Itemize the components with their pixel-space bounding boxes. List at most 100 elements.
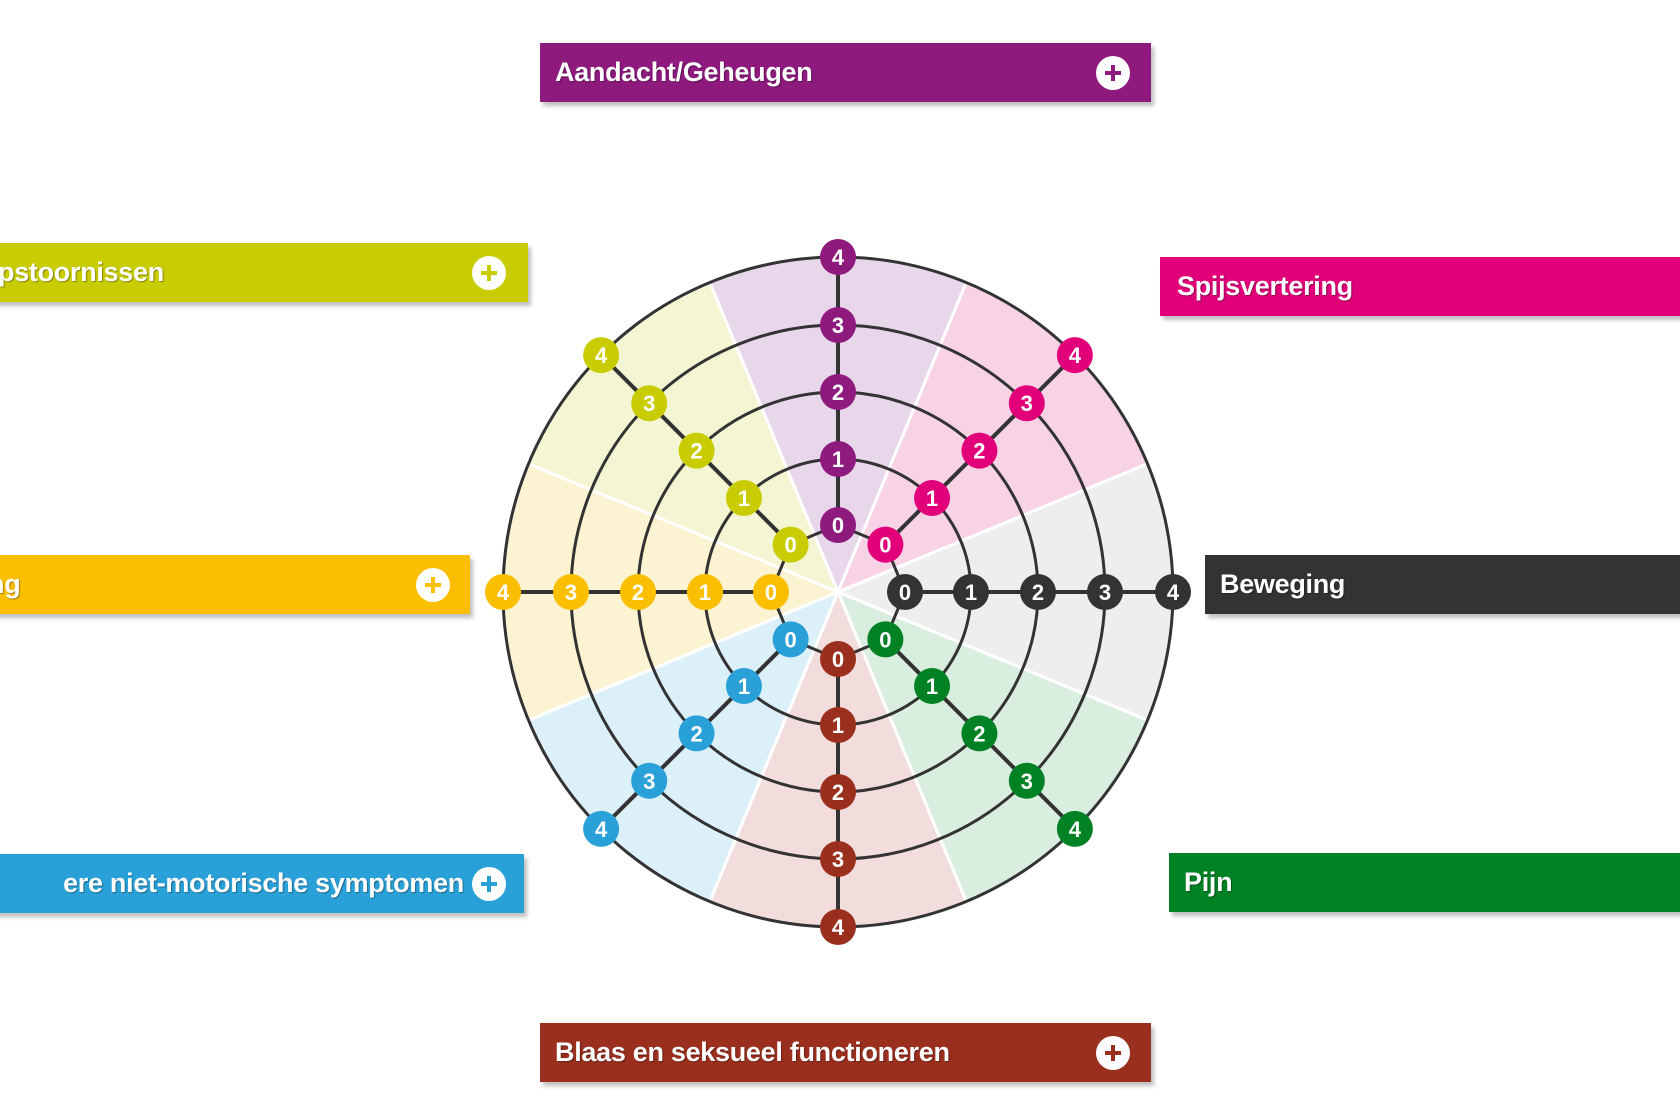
node-stemming-3 — [553, 574, 589, 610]
node-label-slaap-1: 1 — [738, 486, 750, 511]
category-label: pstoornissen — [0, 257, 164, 287]
plus-icon[interactable] — [472, 867, 506, 901]
node-aandacht-4 — [820, 239, 856, 275]
node-blaas-1 — [820, 707, 856, 743]
node-stemming-4 — [485, 574, 521, 610]
node-label-overige-2: 2 — [690, 721, 702, 746]
node-label-beweging-3: 3 — [1099, 580, 1111, 605]
node-stemming-0 — [753, 574, 789, 610]
node-label-aandacht-4: 4 — [832, 245, 845, 270]
node-spijsvertering-2 — [961, 432, 998, 469]
node-aandacht-3 — [820, 307, 856, 343]
node-label-spijsvertering-1: 1 — [926, 486, 938, 511]
node-label-pijn-3: 3 — [1021, 769, 1033, 794]
node-label-pijn-1: 1 — [926, 674, 938, 699]
node-label-slaap-2: 2 — [690, 439, 702, 464]
node-label-pijn-2: 2 — [973, 721, 985, 746]
node-aandacht-2 — [820, 374, 856, 410]
plus-icon[interactable] — [472, 256, 506, 290]
node-label-aandacht-3: 3 — [832, 313, 844, 338]
plus-icon[interactable] — [416, 568, 450, 602]
node-spijsvertering-1 — [914, 479, 951, 516]
node-overige-1 — [725, 668, 762, 705]
node-overige-3 — [631, 762, 668, 799]
node-pijn-2 — [961, 715, 998, 752]
node-blaas-0 — [820, 641, 856, 677]
node-label-spijsvertering-0: 0 — [879, 533, 891, 558]
node-label-pijn-4: 4 — [1069, 817, 1082, 842]
node-label-beweging-0: 0 — [899, 580, 911, 605]
node-slaap-0 — [772, 526, 809, 563]
node-label-blaas-2: 2 — [832, 780, 844, 805]
node-label-blaas-3: 3 — [832, 847, 844, 872]
node-label-blaas-1: 1 — [832, 713, 844, 738]
node-label-beweging-4: 4 — [1167, 580, 1180, 605]
category-label: ng — [0, 569, 21, 599]
node-pijn-3 — [1008, 762, 1045, 799]
plus-icon[interactable] — [1096, 1036, 1130, 1070]
node-aandacht-0 — [820, 507, 856, 543]
node-pijn-4 — [1056, 810, 1093, 847]
category-label: Beweging — [1220, 569, 1346, 599]
node-slaap-3 — [631, 385, 668, 422]
node-overige-4 — [583, 810, 620, 847]
node-label-overige-3: 3 — [643, 769, 655, 794]
category-label: Aandacht/Geheugen — [555, 57, 813, 87]
node-beweging-2 — [1020, 574, 1056, 610]
node-label-aandacht-0: 0 — [832, 513, 844, 538]
node-label-spijsvertering-3: 3 — [1021, 391, 1033, 416]
node-label-stemming-2: 2 — [632, 580, 644, 605]
node-blaas-2 — [820, 774, 856, 810]
category-slaapstoornissen-bar[interactable]: pstoornissen — [0, 243, 528, 302]
node-label-stemming-1: 1 — [699, 580, 711, 605]
node-spijsvertering-4 — [1056, 337, 1093, 374]
category-beweging-bar[interactable]: Beweging — [1205, 555, 1680, 614]
node-aandacht-1 — [820, 441, 856, 477]
node-beweging-1 — [953, 574, 989, 610]
plus-icon[interactable] — [1096, 56, 1130, 90]
node-label-stemming-3: 3 — [565, 580, 577, 605]
category-stemming-bar[interactable]: ng — [0, 555, 470, 614]
node-label-blaas-0: 0 — [832, 647, 844, 672]
node-slaap-2 — [678, 432, 715, 469]
node-overige-0 — [772, 621, 809, 658]
category-label: Pijn — [1184, 867, 1233, 897]
category-blaas-bar[interactable]: Blaas en seksueel functioneren — [540, 1023, 1151, 1082]
node-beweging-3 — [1087, 574, 1123, 610]
node-pijn-1 — [914, 668, 951, 705]
category-pijn-bar[interactable]: Pijn — [1169, 853, 1680, 912]
node-label-overige-0: 0 — [784, 627, 796, 652]
node-stemming-2 — [620, 574, 656, 610]
node-label-overige-1: 1 — [738, 674, 750, 699]
node-pijn-0 — [867, 621, 904, 658]
node-label-pijn-0: 0 — [879, 627, 891, 652]
node-label-beweging-2: 2 — [1032, 580, 1044, 605]
node-label-stemming-0: 0 — [765, 580, 777, 605]
node-label-spijsvertering-2: 2 — [973, 439, 985, 464]
node-label-beweging-1: 1 — [965, 580, 977, 605]
category-aandacht-geheugen-bar[interactable]: Aandacht/Geheugen — [540, 43, 1151, 102]
node-slaap-1 — [725, 479, 762, 516]
category-spijsvertering-bar[interactable]: Spijsvertering — [1160, 257, 1680, 316]
node-blaas-4 — [820, 909, 856, 945]
node-beweging-0 — [887, 574, 923, 610]
node-label-stemming-4: 4 — [497, 580, 510, 605]
node-overige-2 — [678, 715, 715, 752]
category-overige-bar[interactable]: ere niet-motorische symptomen — [0, 854, 524, 913]
node-label-aandacht-2: 2 — [832, 380, 844, 405]
category-label: ere niet-motorische symptomen — [63, 868, 464, 898]
node-label-aandacht-1: 1 — [832, 447, 844, 472]
node-label-slaap-0: 0 — [784, 533, 796, 558]
node-spijsvertering-0 — [867, 526, 904, 563]
category-label: Blaas en seksueel functioneren — [555, 1037, 950, 1067]
node-beweging-4 — [1155, 574, 1191, 610]
node-spijsvertering-3 — [1008, 385, 1045, 422]
node-slaap-4 — [583, 337, 620, 374]
node-label-slaap-4: 4 — [595, 343, 608, 368]
node-blaas-3 — [820, 841, 856, 877]
node-label-overige-4: 4 — [595, 817, 608, 842]
node-label-slaap-3: 3 — [643, 391, 655, 416]
category-label: Spijsvertering — [1177, 271, 1353, 301]
node-label-spijsvertering-4: 4 — [1069, 343, 1082, 368]
